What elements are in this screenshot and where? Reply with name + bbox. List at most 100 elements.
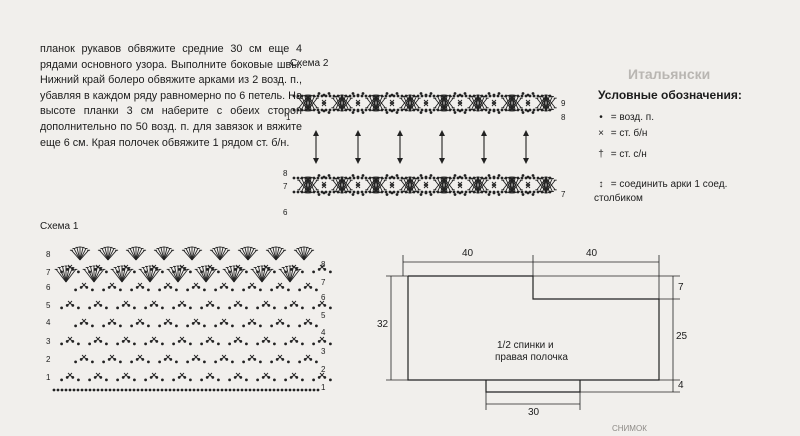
chain-stitch-mark (428, 190, 432, 194)
chain-stitch-mark (532, 108, 536, 112)
chain-stitch-mark (488, 108, 492, 112)
chain-stitch-mark (368, 176, 372, 180)
double-crochet-mark (298, 95, 309, 109)
chain-stitch-mark (214, 288, 218, 292)
double-crochet-mark (545, 177, 556, 191)
single-crochet-mark (321, 183, 327, 189)
chain-stitch-mark (301, 270, 304, 274)
double-crochet-mark (55, 269, 67, 283)
legend-item: † = ст. с/н (594, 149, 647, 160)
chain-stitch-mark (458, 109, 462, 113)
chain-stitch-mark (252, 388, 256, 392)
double-crochet-mark (219, 247, 224, 261)
chain-stitch-mark (390, 109, 394, 113)
chain-stitch-mark (74, 324, 77, 328)
chain-stitch-mark (231, 360, 234, 364)
double-crochet-mark (307, 97, 318, 111)
chain-stitch-mark (217, 378, 220, 382)
double-crochet-mark (437, 95, 445, 110)
legend-item: × = ст. б/н (594, 128, 647, 139)
double-crochet-mark (233, 266, 238, 283)
legend-item-text: = ст. б/н (610, 128, 648, 139)
chain-stitch-mark (133, 270, 136, 274)
chain-stitch-mark (419, 193, 423, 196)
double-crochet-mark (332, 179, 343, 193)
chain-stitch-mark (380, 94, 384, 98)
chain-stitch-mark (500, 94, 504, 98)
chain-stitch-mark (322, 109, 326, 113)
chain-stitch-mark (284, 388, 288, 392)
chain-stitch-mark (531, 92, 535, 95)
chain-stitch-mark (124, 388, 128, 392)
scheme2-row-number: 6 (283, 208, 288, 217)
double-crochet-mark (477, 177, 485, 192)
chain-stitch-mark (520, 108, 524, 112)
chain-stitch-mark (385, 92, 389, 95)
chain-stitch-mark (487, 92, 491, 95)
chain-stitch-mark (396, 94, 400, 98)
chain-stitch-mark (396, 176, 400, 180)
chain-stitch-mark (419, 111, 423, 114)
double-crochet-mark (545, 95, 556, 109)
chain-stitch-mark (284, 306, 287, 310)
chain-stitch-mark (348, 94, 352, 98)
double-crochet-mark (275, 248, 283, 261)
double-crochet-mark (146, 266, 151, 283)
chain-stitch-mark (322, 191, 326, 195)
chain-stitch-mark (312, 94, 316, 98)
chain-stitch-mark (463, 174, 467, 177)
double-crochet-mark (477, 95, 488, 109)
chain-stitch-mark (242, 324, 246, 328)
chain-stitch-mark (432, 176, 436, 180)
double-crochet-mark (86, 267, 95, 283)
chain-stitch-mark (480, 94, 484, 98)
chain-stitch-mark (380, 176, 384, 180)
chain-stitch-mark (292, 388, 296, 392)
single-crochet-mark (355, 101, 361, 107)
chain-stitch-mark (520, 190, 524, 194)
double-crochet-mark (375, 177, 380, 193)
chain-stitch-mark (116, 342, 119, 346)
double-crochet-mark (409, 95, 414, 111)
chain-stitch-mark (453, 92, 457, 95)
scheme1-row-number: 4 (321, 328, 326, 337)
chain-stitch-mark (396, 108, 400, 112)
chain-stitch-mark (84, 388, 88, 392)
single-crochet-mark (321, 99, 327, 105)
chain-stitch-mark (364, 94, 368, 98)
chain-stitch-mark (424, 176, 428, 180)
double-crochet-mark (443, 179, 454, 193)
chain-stitch-mark (272, 388, 276, 392)
double-crochet-mark (375, 179, 386, 193)
chain-stitch-mark (96, 388, 100, 392)
double-crochet-mark (406, 177, 411, 193)
chain-stitch-mark (292, 190, 296, 194)
double-crochet-mark (275, 247, 280, 261)
chain-stitch-mark (351, 174, 355, 177)
double-crochet-mark (275, 249, 285, 261)
single-crochet-mark (123, 372, 129, 378)
chain-stitch-mark (316, 108, 320, 112)
chain-stitch-mark (276, 388, 280, 392)
double-crochet-mark (511, 177, 519, 192)
chain-stitch-mark (130, 360, 133, 364)
double-crochet-mark (170, 267, 179, 283)
chain-stitch-mark (497, 193, 501, 196)
double-crochet-mark (443, 95, 451, 110)
double-crochet-mark (149, 269, 161, 283)
double-crochet-mark (300, 247, 305, 261)
chain-stitch-mark (287, 360, 290, 364)
chain-stitch-mark (245, 306, 248, 310)
chain-stitch-mark (256, 342, 259, 346)
chain-stitch-mark (500, 190, 504, 194)
chain-stitch-mark (488, 176, 492, 180)
double-crochet-mark (443, 95, 454, 109)
double-crochet-mark (121, 269, 133, 283)
chain-stitch-mark (136, 388, 140, 392)
chain-stitch-mark (242, 360, 246, 364)
chain-stitch-mark (428, 176, 432, 180)
scheme1-row-number: 1 (46, 373, 51, 382)
single-crochet-mark (305, 354, 311, 360)
chain-stitch-mark (144, 378, 147, 382)
chain-stitch-mark (105, 306, 108, 310)
